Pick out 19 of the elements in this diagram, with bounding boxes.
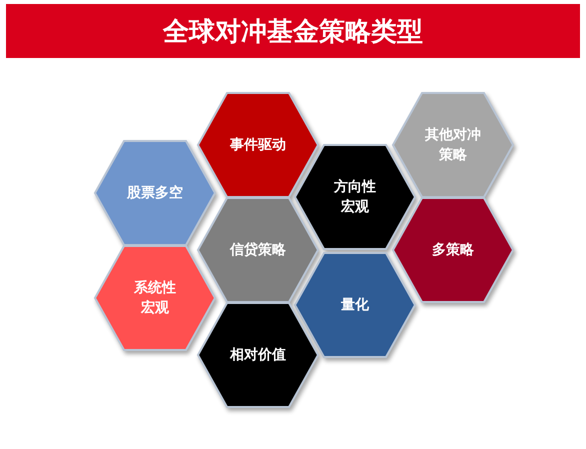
hexagon-tile <box>392 197 514 303</box>
hexagon-tile <box>392 92 514 198</box>
title-banner: 全球对冲基金策略类型 <box>6 4 580 58</box>
hexagon-tile <box>94 140 216 246</box>
hexagon-tile <box>197 92 319 198</box>
hexagon-tile <box>197 197 319 303</box>
tile-label: 其他对冲策略 <box>424 126 482 165</box>
hexagon-tile <box>294 144 416 250</box>
tile-label: 股票多空 <box>126 184 184 203</box>
hexagon-tile <box>197 302 319 408</box>
tile-label: 事件驱动 <box>229 136 287 155</box>
tile-label: 信贷策略 <box>228 241 287 260</box>
tile-label: 量化 <box>340 296 370 315</box>
tile-label: 方向性宏观 <box>333 178 377 217</box>
tile-label: 相对价值 <box>228 346 287 365</box>
tile-label: 系统性宏观 <box>133 279 177 318</box>
hexagon-tile <box>294 252 416 358</box>
tile-label: 多策略 <box>431 241 475 260</box>
hexagon-tile <box>94 245 216 351</box>
